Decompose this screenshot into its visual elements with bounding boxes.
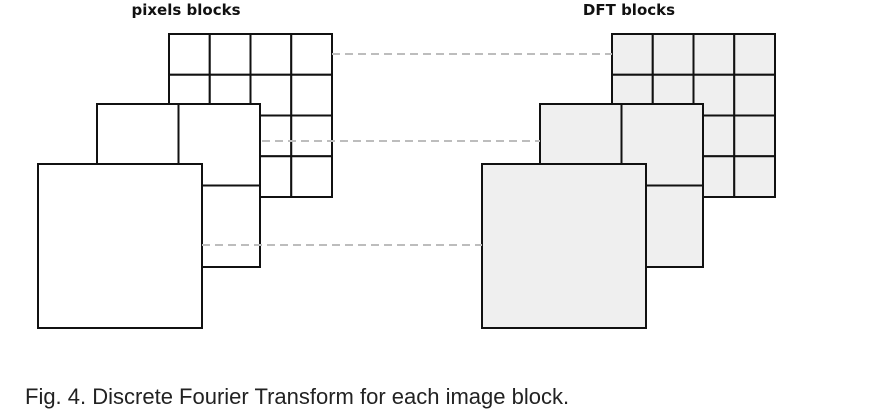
dft-block-cell: [733, 155, 776, 198]
pixel-block-cell: [37, 163, 203, 329]
dft-blocks-stack: [481, 33, 776, 329]
dft-block-cell: [651, 33, 695, 76]
pixel-block-cell: [290, 73, 333, 117]
dft-blocks-heading: DFT blocks: [583, 1, 675, 19]
pixel-1x1-block: [37, 163, 203, 329]
pixels-blocks-heading: pixels blocks: [132, 1, 241, 19]
pixel-block-cell: [168, 33, 211, 76]
dft-block-cell: [481, 163, 647, 329]
dft-block-cell: [611, 33, 654, 76]
block-connectors: [202, 53, 612, 246]
dft-blocks-diagram: pixels blocks DFT blocks: [37, 1, 776, 329]
pixel-block-cell: [249, 33, 293, 76]
dft-block-cell: [733, 33, 776, 76]
pixel-block-cell: [290, 33, 333, 76]
figure-caption: Fig. 4. Discrete Fourier Transform for e…: [25, 384, 570, 409]
pixel-block-cell: [290, 155, 333, 198]
pixel-block-cell: [208, 33, 252, 76]
pixel-blocks-stack: [37, 33, 333, 329]
dft-block-cell: [733, 114, 776, 158]
pixel-block-cell: [290, 114, 333, 158]
dft-1x1-block: [481, 163, 647, 329]
dft-block-cell: [733, 73, 776, 117]
dft-block-cell: [692, 33, 736, 76]
